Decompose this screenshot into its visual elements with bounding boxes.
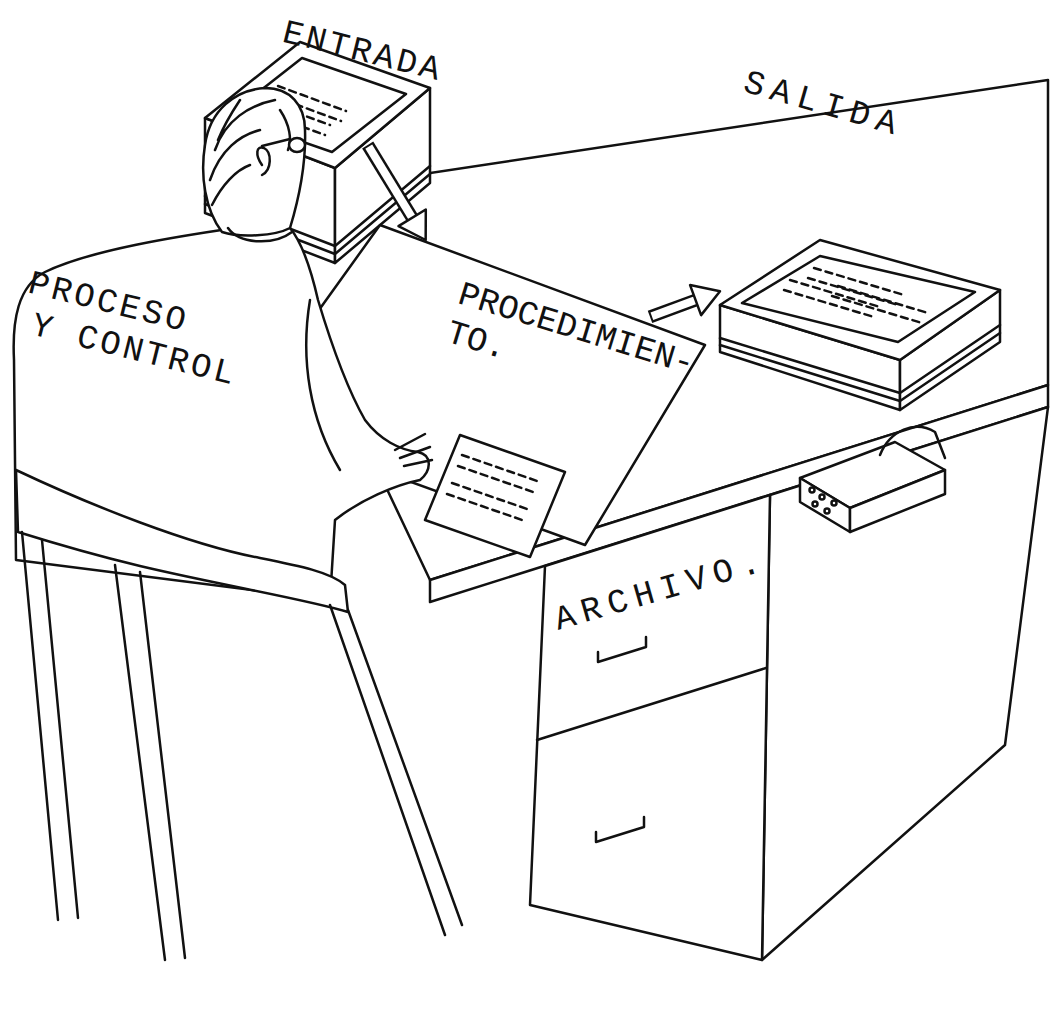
arrow-shaft-inner xyxy=(652,297,703,316)
desk xyxy=(537,668,766,740)
chair xyxy=(22,532,78,920)
out-tray xyxy=(784,268,928,323)
flow-arrow xyxy=(368,145,426,240)
arrow-shaft-inner xyxy=(369,147,417,225)
operator-person xyxy=(262,139,290,146)
tape-dispenser xyxy=(880,427,945,458)
desk xyxy=(596,817,644,842)
desk xyxy=(762,407,1048,960)
output-tray-box: SALIDA xyxy=(720,55,1040,410)
procedure-board-sheet xyxy=(447,455,540,521)
node-label: ENTRADA xyxy=(278,13,540,115)
tape-dispenser xyxy=(800,478,850,532)
chair xyxy=(16,470,462,960)
out-tray xyxy=(720,240,1000,410)
tape-dispenser xyxy=(800,427,945,532)
operator-person xyxy=(306,300,340,470)
procedure-board: PROCEDIMIEN- TO. xyxy=(360,240,650,500)
out-tray xyxy=(742,256,975,342)
sketch-lines xyxy=(14,42,1048,960)
operator-figure: PROCESO Y CONTROL xyxy=(10,240,310,490)
tape-dispenser xyxy=(825,509,830,514)
arrow-head xyxy=(690,285,720,315)
out-tray xyxy=(720,325,1000,401)
chair xyxy=(115,565,185,960)
desk xyxy=(598,637,646,662)
arrow-shaft xyxy=(368,145,415,221)
arrow-head xyxy=(398,209,425,240)
operator-person xyxy=(210,100,290,205)
node-label: SALIDA xyxy=(739,63,962,162)
tape-dispenser xyxy=(850,470,945,532)
operator-person xyxy=(228,228,292,241)
chair xyxy=(330,605,462,935)
procedure-board-sheet xyxy=(425,435,565,557)
tape-dispenser xyxy=(820,495,825,500)
operator-person xyxy=(289,138,305,152)
node-label: ARCHIVO. xyxy=(550,528,821,641)
tape-dispenser xyxy=(813,502,818,507)
operator-person xyxy=(257,147,269,175)
operator-person xyxy=(395,434,432,466)
operator-person xyxy=(203,88,305,235)
flow-arrow xyxy=(650,285,720,317)
node-label: PROCEDIMIEN- TO. xyxy=(442,275,733,433)
input-tray-box: ENTRADA xyxy=(200,5,450,145)
tape-dispenser xyxy=(832,501,837,506)
tape-dispenser xyxy=(810,488,815,493)
desk xyxy=(250,80,1048,960)
chair xyxy=(16,470,348,612)
arrow-shaft xyxy=(650,299,699,317)
out-tray xyxy=(720,240,1000,360)
node-label: PROCESO Y CONTROL xyxy=(0,260,251,396)
file-drawer: ARCHIVO. xyxy=(540,520,775,720)
